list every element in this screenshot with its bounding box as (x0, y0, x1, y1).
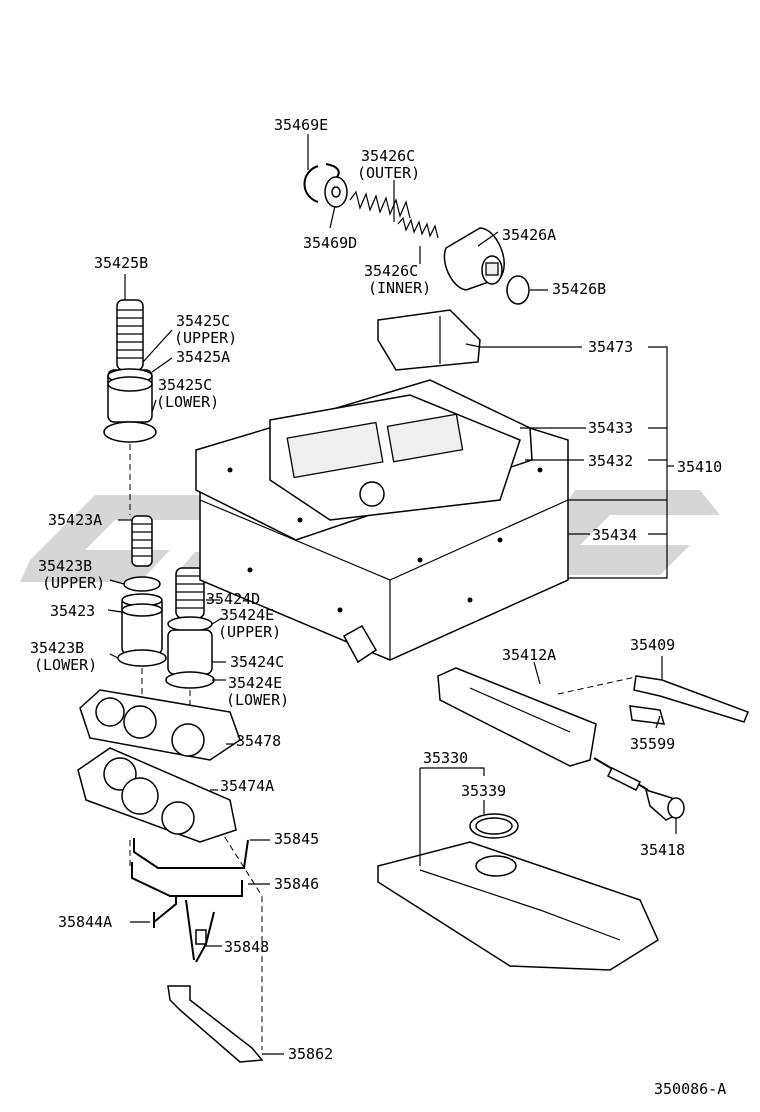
label-35423A: 35423A (48, 511, 102, 529)
valve-body-bolts (227, 467, 543, 613)
label-35410: 35410 (677, 458, 722, 476)
ring-35423B-upper (123, 576, 161, 592)
label-35426C-outer-note: (OUTER) (357, 164, 420, 182)
label-35424E-upper: 35424E (220, 606, 274, 624)
seal-ring-35425C-lower (103, 421, 157, 443)
label-35423B-lower-note: (LOWER) (34, 656, 97, 674)
label-35425B: 35425B (94, 254, 148, 272)
label-35426A: 35426A (502, 226, 556, 244)
label-35426C-inner-note: (INNER) (368, 279, 431, 297)
label-35844A: 35844A (58, 913, 112, 931)
piston-35424C (167, 616, 213, 675)
label-35848: 35848 (224, 938, 269, 956)
washer-35469D (324, 176, 348, 208)
label-35424D: 35424D (206, 590, 260, 608)
label-35426B: 35426B (552, 280, 606, 298)
label-35469D: 35469D (303, 234, 357, 252)
spring-35426C-inner (397, 216, 439, 239)
label-35423: 35423 (50, 602, 95, 620)
label-35432: 35432 (588, 452, 633, 470)
tube-35844A (153, 896, 177, 928)
label-35330: 35330 (423, 749, 468, 767)
piston-35425A (107, 368, 153, 423)
cover-plate-35474A (77, 747, 237, 843)
label-35418: 35418 (640, 841, 685, 859)
upper-body-35433 (269, 394, 521, 521)
oil-pan-35330 (377, 841, 659, 971)
label-35425C-lower: 35425C (158, 376, 212, 394)
valve-body-fitting (342, 624, 378, 664)
label-35478: 35478 (236, 732, 281, 750)
solenoid-35418 (593, 757, 685, 821)
label-35599: 35599 (630, 735, 675, 753)
label-35469E: 35469E (274, 116, 328, 134)
sleeve-35426A (443, 227, 505, 291)
ring-35423B-lower (117, 649, 167, 667)
leader-lines (107, 134, 677, 1055)
o-ring-35339 (469, 813, 519, 839)
plate-35412A (437, 667, 597, 767)
label-35862: 35862 (288, 1045, 333, 1063)
label-35423B-upper: 35423B (38, 557, 92, 575)
label-35846: 35846 (274, 875, 319, 893)
part-labels: 35469E 35426C (OUTER) 35469D 35426A 3542… (30, 116, 726, 1098)
label-35423B-upper-note: (UPPER) (42, 574, 105, 592)
label-35425C-lower-note: (LOWER) (156, 393, 219, 411)
label-35425C-upper: 35425C (176, 312, 230, 330)
bracket-35862 (167, 985, 264, 1063)
tube-35846 (131, 862, 243, 897)
piston-35423 (121, 593, 163, 655)
label-35426C-inner: 35426C (364, 262, 418, 280)
cover-35473 (377, 309, 481, 371)
label-35425A: 35425A (176, 348, 230, 366)
label-35424E-lower-note: (LOWER) (226, 691, 289, 709)
ring-35424E-lower (165, 671, 215, 689)
label-35434: 35434 (592, 526, 637, 544)
label-35426C-outer: 35426C (361, 147, 415, 165)
label-35409: 35409 (630, 636, 675, 654)
diagram-code: 350086-A (654, 1080, 726, 1098)
tube-35848 (185, 899, 215, 963)
spring-35426C-outer (349, 190, 411, 219)
tube-35845 (133, 838, 249, 869)
label-35425C-upper-note: (UPPER) (174, 329, 237, 347)
label-35423B-lower: 35423B (30, 639, 84, 657)
cap-35426B (506, 275, 530, 305)
label-35424E-lower: 35424E (228, 674, 282, 692)
label-35474A: 35474A (220, 777, 274, 795)
plate-35599 (629, 705, 666, 725)
label-35412A: 35412A (502, 646, 556, 664)
spring-35423A (131, 515, 153, 567)
label-35845: 35845 (274, 830, 319, 848)
label-35424C: 35424C (230, 653, 284, 671)
label-35339: 35339 (461, 782, 506, 800)
label-35473: 35473 (588, 338, 633, 356)
label-35424E-upper-note: (UPPER) (218, 623, 281, 641)
spring-35425B (116, 299, 144, 371)
label-35433: 35433 (588, 419, 633, 437)
gasket-35478 (79, 689, 241, 761)
